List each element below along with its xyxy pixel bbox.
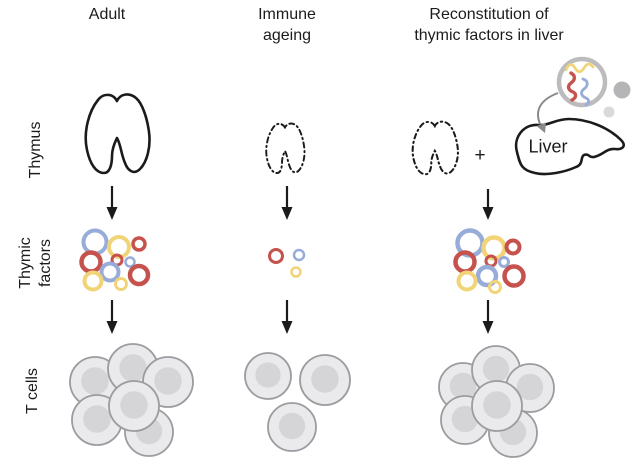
tcells-ageing [244, 352, 351, 452]
mrna-nanoparticle [556, 56, 631, 118]
factor-ring-red [268, 248, 284, 264]
thymus-reconstitution-atrophied [411, 120, 459, 176]
column-title-line: thymic factors in liver [414, 27, 564, 44]
liver-shape [514, 117, 625, 176]
factor-ring-yellow [114, 277, 128, 291]
factors-reconstitution [453, 228, 526, 294]
t-cell-nucleus [119, 354, 147, 382]
flow-arrow-adult-thymus-to-factors [106, 186, 118, 220]
row-label-t-cells: T cells [23, 368, 43, 414]
row-label-line: Thymic [17, 237, 34, 289]
factors-adult [79, 228, 151, 292]
factors-ageing [268, 248, 306, 278]
factor-ring-blue [124, 256, 136, 268]
thymus-ageing-atrophied [265, 122, 306, 175]
liver-label: Liver [528, 136, 568, 157]
t-cell-nucleus [278, 412, 306, 440]
factor-ring-blue [475, 264, 499, 288]
t-cell-nucleus [154, 367, 182, 395]
t-cell-nucleus [449, 372, 477, 400]
row-label-thymus: Thymus [26, 122, 46, 179]
flow-arrow-reconstitution-factors-to-tcells [482, 300, 494, 334]
row-label-thymic-factors: Thymic factors [16, 237, 56, 289]
column-title-line: Immune [258, 6, 316, 23]
factor-ring-yellow [290, 266, 302, 278]
factor-ring-red [502, 264, 526, 288]
t-cell-nucleus [516, 373, 544, 401]
factor-ring-red [127, 263, 151, 287]
factor-ring-yellow [82, 270, 104, 292]
tcells-adult [69, 343, 194, 457]
t-cell-nucleus [255, 362, 281, 388]
factor-ring-yellow [456, 270, 478, 292]
flow-arrow-ageing-factors-to-tcells [281, 300, 293, 334]
t-cell-nucleus [451, 405, 479, 433]
factor-ring-blue [292, 248, 306, 262]
flow-arrow-adult-factors-to-tcells [106, 300, 118, 334]
factor-ring-red [484, 254, 498, 268]
thymus-adult [84, 93, 151, 175]
bubble-small [603, 106, 615, 118]
row-label-line: factors [37, 239, 54, 288]
t-cell-nucleus [311, 365, 339, 393]
plus-sign: + [474, 145, 486, 166]
t-cell-nucleus [83, 405, 111, 433]
t-cell-nucleus [120, 391, 148, 419]
mrna-strand-blue [580, 77, 591, 107]
column-title-adult: Adult [89, 4, 125, 25]
t-cell-nucleus [482, 355, 510, 383]
factor-ring-blue [81, 228, 109, 256]
mrna-strand-yellow [564, 62, 595, 74]
column-title-line: Adult [88, 6, 126, 23]
bubble-large [613, 81, 631, 99]
factor-ring-red [504, 238, 522, 256]
column-title-immune-ageing: Immune ageing [258, 4, 316, 46]
factor-ring-yellow [488, 280, 502, 294]
tcells-reconstitution [438, 345, 555, 458]
factor-ring-red [131, 236, 147, 252]
factor-ring-red [79, 250, 103, 274]
flow-arrow-reconstitution-to-factors [482, 189, 494, 220]
row-label-line: T cells [24, 368, 41, 414]
factor-ring-blue [498, 256, 510, 268]
t-cell-nucleus [483, 391, 511, 419]
t-cell-nucleus [81, 367, 109, 395]
flow-arrow-ageing-thymus-to-factors [281, 186, 293, 220]
factor-ring-blue [99, 261, 121, 283]
injection-arrow [536, 92, 559, 133]
column-title-line: ageing [262, 27, 312, 44]
row-label-line: Thymus [27, 121, 44, 179]
factor-ring-yellow [107, 235, 131, 259]
column-title-line: Reconstitution of [429, 6, 549, 23]
mrna-strand-red [566, 71, 578, 102]
column-title-reconstitution: Reconstitution of thymic factors in live… [414, 4, 563, 46]
